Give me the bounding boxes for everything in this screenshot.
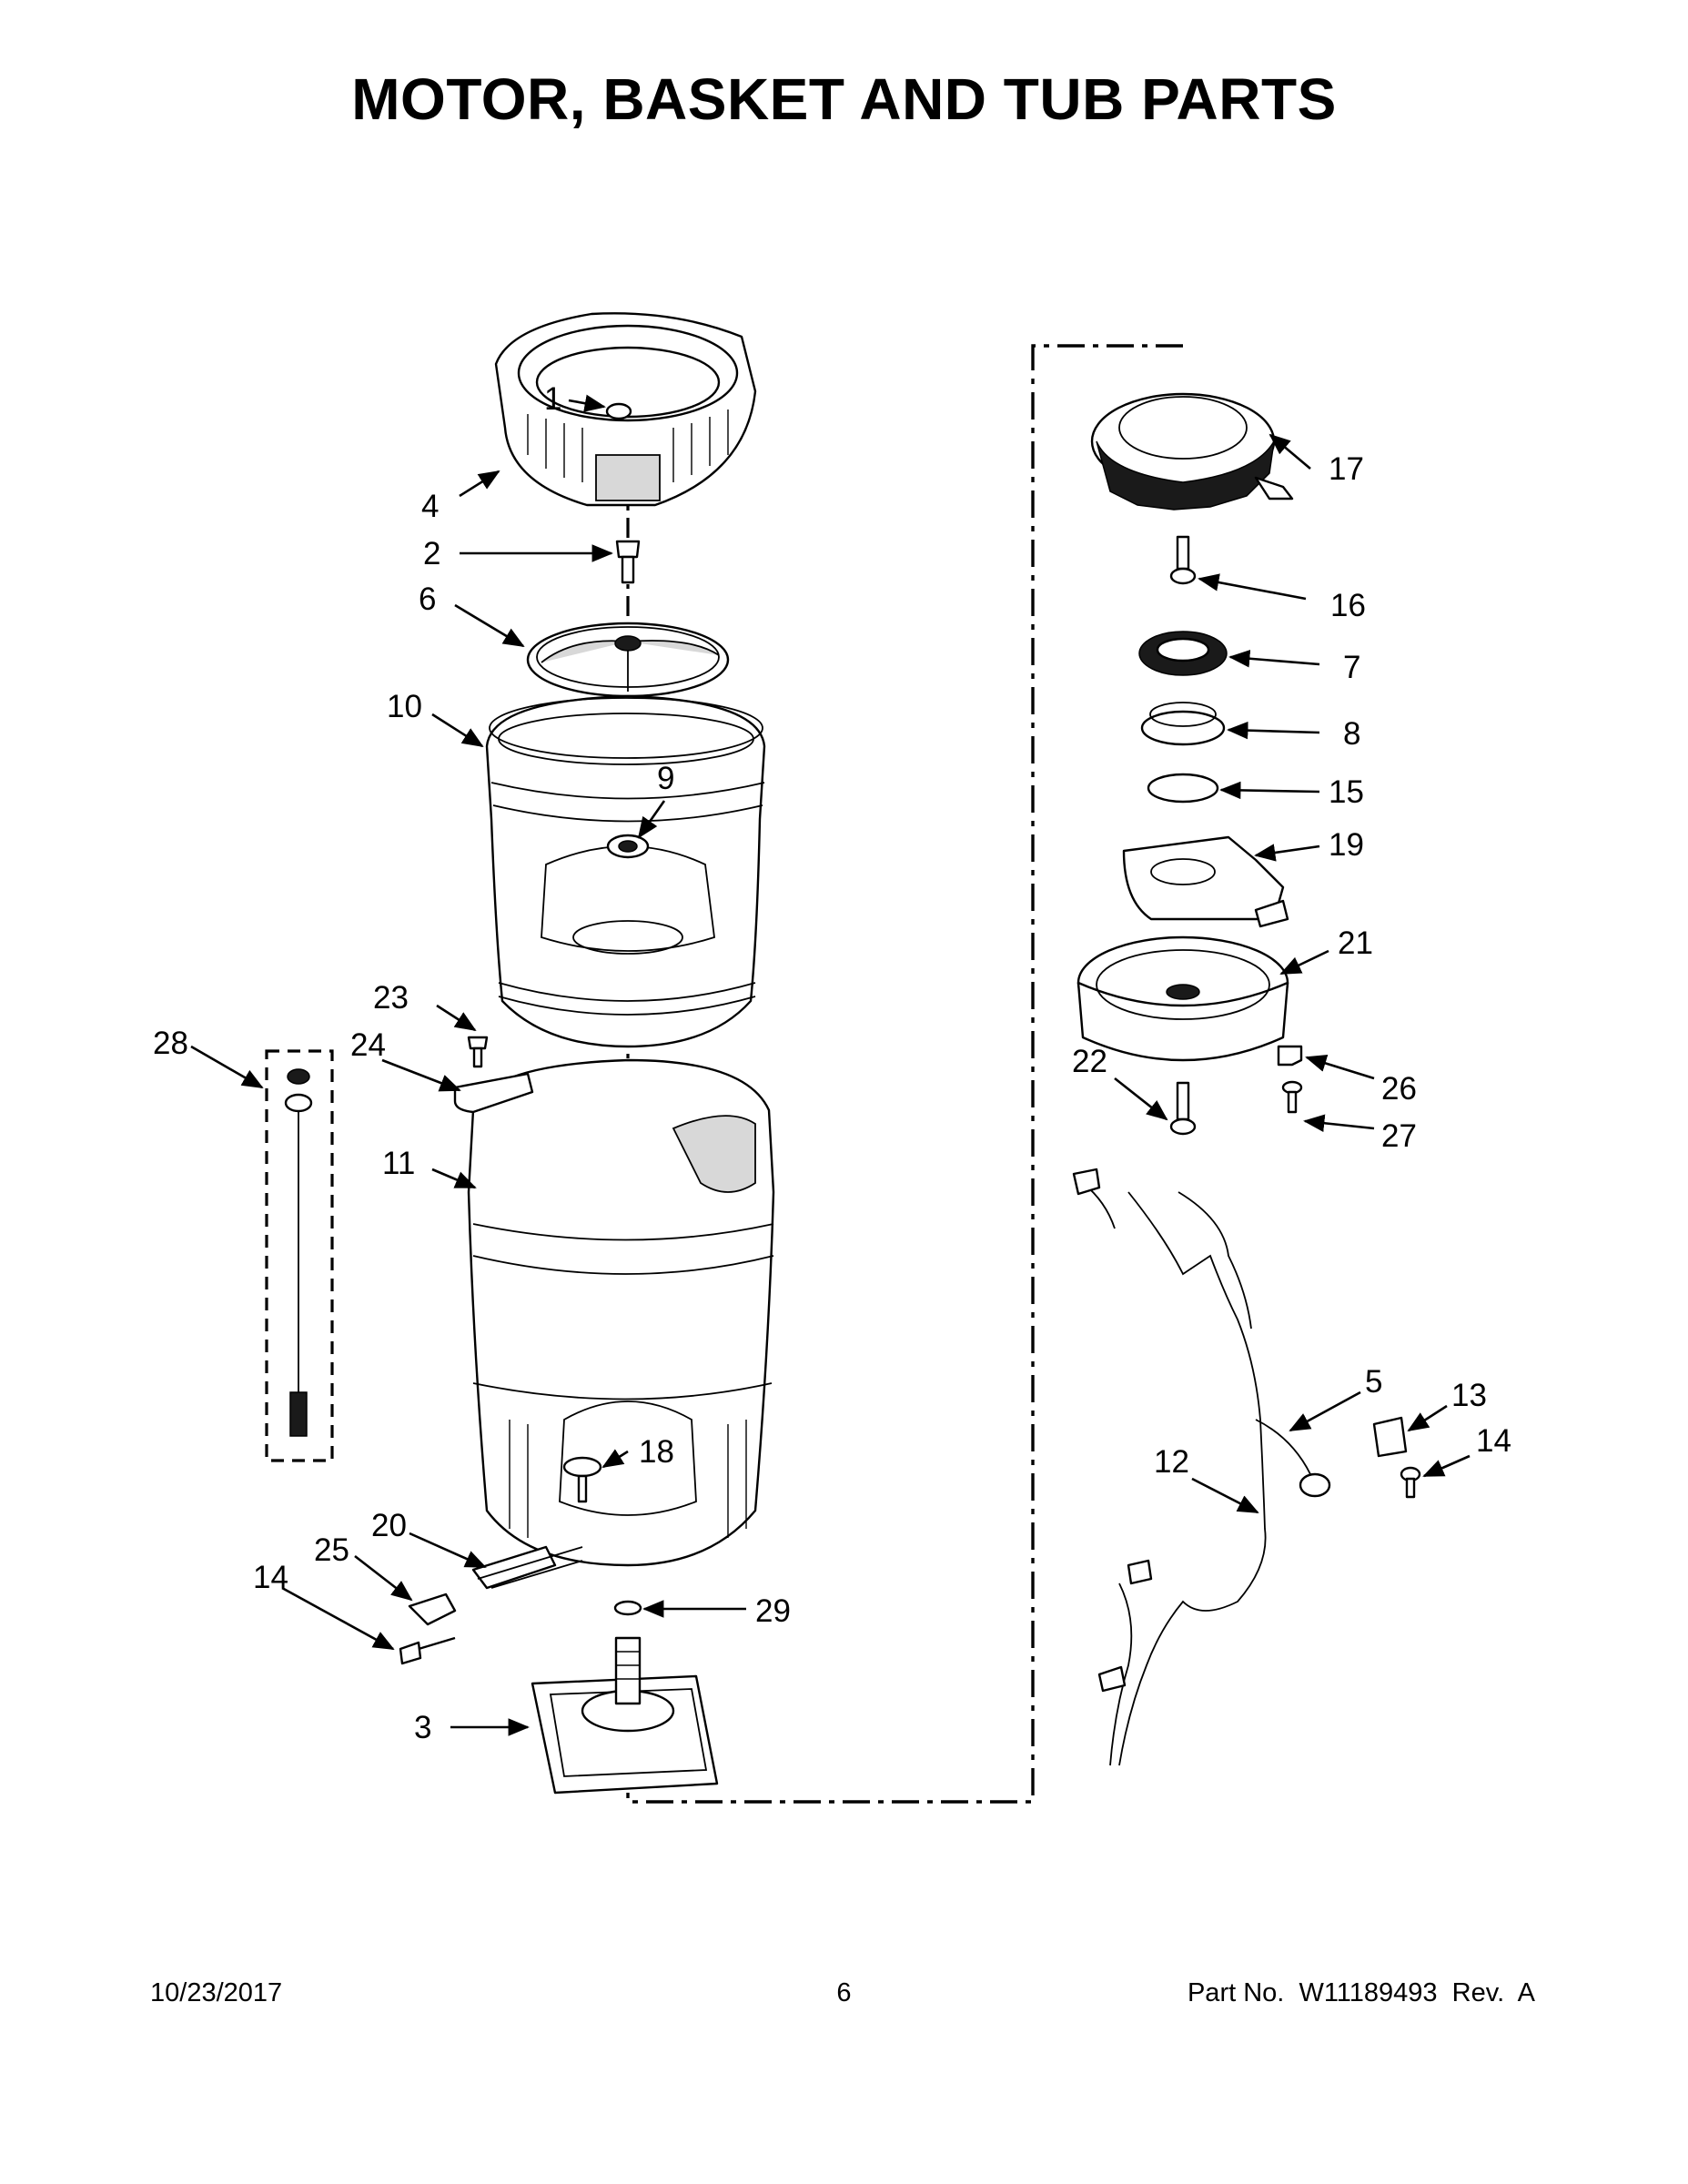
page-title: MOTOR, BASKET AND TUB PARTS: [351, 66, 1337, 132]
clip-screw: [1281, 1080, 1303, 1114]
rotor-bolt: [1169, 1081, 1197, 1136]
motor-reference-line: [626, 344, 1183, 1804]
callout-16: 16: [1330, 588, 1366, 623]
bearing: [1138, 631, 1228, 676]
clamp-screw: [1400, 1466, 1421, 1499]
callout-27: 27: [1381, 1118, 1417, 1154]
rotor: [1076, 935, 1289, 1062]
callout-21: 21: [1338, 925, 1373, 961]
retaining-ring: [1147, 773, 1219, 804]
callout-1: 1: [544, 381, 561, 417]
callout-4: 4: [421, 489, 439, 524]
callout-10: 10: [387, 689, 422, 724]
callout-8: 8: [1343, 716, 1360, 752]
callout-26: 26: [1381, 1071, 1417, 1107]
basket-hub-bolt: [615, 540, 641, 584]
callout-3: 3: [414, 1710, 431, 1745]
harness-clamp: [1372, 1416, 1408, 1458]
stator: [1090, 392, 1294, 511]
callout-24: 24: [350, 1027, 386, 1063]
callout-14-left: 14: [253, 1560, 288, 1595]
callout-labels: 1 2 3 4 5 6 7 8 9 10 11 12 13 14 14 15 1…: [153, 381, 1511, 1745]
callout-28: 28: [153, 1026, 188, 1061]
callout-2: 2: [423, 536, 440, 571]
impeller: [526, 622, 730, 698]
callout-7: 7: [1343, 650, 1360, 685]
motor-bracket: [1122, 835, 1289, 928]
callout-5: 5: [1365, 1364, 1382, 1400]
callout-20: 20: [371, 1508, 407, 1543]
callout-11: 11: [382, 1146, 415, 1181]
callout-12: 12: [1154, 1444, 1189, 1480]
callout-17: 17: [1329, 451, 1364, 487]
callout-9: 9: [657, 761, 674, 796]
wire-harness: [1072, 1168, 1331, 1766]
bearing-sleeve: [1140, 702, 1226, 746]
balance-ring: [494, 312, 757, 507]
tub-drain-fitting: [562, 1456, 602, 1503]
suspension-rod-box: [265, 1049, 334, 1462]
stator-bolt: [1169, 535, 1197, 585]
leader-lines: [190, 394, 1471, 1736]
footer-date: 10/23/2017: [150, 1978, 283, 2007]
outer-tub: [467, 1058, 775, 1567]
footer-page-number: 6: [836, 1978, 852, 2007]
clip: [1277, 1045, 1303, 1067]
callout-13: 13: [1451, 1378, 1487, 1413]
callout-15: 15: [1329, 774, 1364, 810]
callout-22: 22: [1072, 1044, 1107, 1079]
tub-cover-screw: [467, 1036, 489, 1068]
tub-bracket-assembly: [399, 1545, 583, 1665]
drive-mount-plate: [531, 1636, 719, 1795]
footer-part-number: Part No. W11189493 Rev. A: [1187, 1978, 1535, 2007]
o-ring: [613, 1600, 642, 1616]
callout-14-right: 14: [1476, 1423, 1511, 1459]
callout-29: 29: [755, 1593, 791, 1629]
callout-25: 25: [314, 1532, 349, 1568]
callout-6: 6: [419, 581, 436, 617]
wash-basket: [485, 694, 766, 1048]
tub-cover: [453, 1072, 534, 1114]
callout-23: 23: [373, 980, 409, 1016]
suspension-rod: [284, 1068, 313, 1437]
callout-18: 18: [639, 1434, 674, 1470]
callout-19: 19: [1329, 827, 1364, 863]
